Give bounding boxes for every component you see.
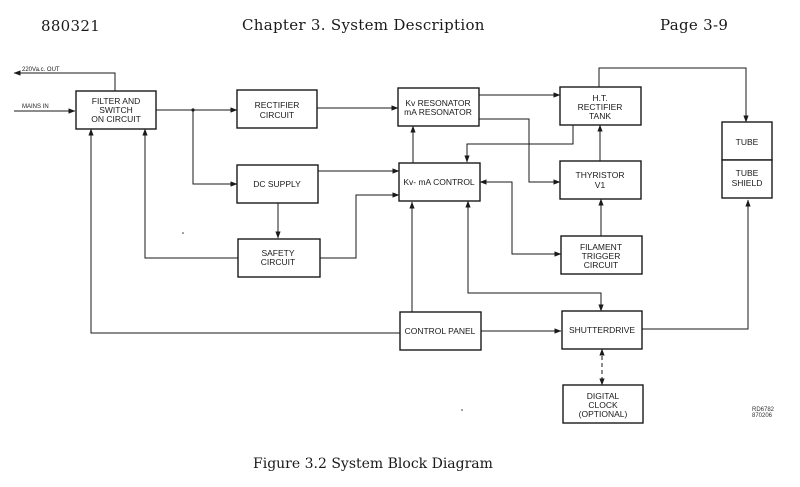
- block-thyristor-v1: THYRISTOR V1: [559, 160, 642, 200]
- speck: [461, 409, 463, 411]
- figure-caption: Figure 3.2 System Block Diagram: [253, 456, 493, 472]
- wire-ht-tank-to-kvma-control: [464, 125, 574, 163]
- wire-ht-tank-to-tube: [598, 67, 749, 123]
- svg-text:THYRISTOR: THYRISTOR: [576, 170, 625, 180]
- wire-filter-to-ac-out: [13, 70, 116, 91]
- block-filament-trigger: FILAMENT TRIGGER CIRCUIT: [560, 235, 643, 275]
- svg-text:SWITCH: SWITCH: [99, 105, 133, 115]
- svg-text:TANK: TANK: [589, 111, 611, 121]
- ac-out-label: 220Va.c. OUT: [22, 67, 60, 73]
- svg-text:TUBE: TUBE: [736, 137, 759, 147]
- mains-in-label: MAINS IN: [22, 104, 49, 110]
- svg-text:mA RESONATOR: mA RESONATOR: [404, 107, 472, 117]
- svg-text:FILAMENT: FILAMENT: [580, 242, 622, 252]
- speck: [182, 232, 184, 234]
- svg-text:DC SUPPLY: DC SUPPLY: [253, 179, 301, 189]
- block-kv-ma-resonator: Kv RESONATOR mA RESONATOR: [397, 87, 480, 127]
- block-control-panel: CONTROL PANEL: [399, 311, 482, 351]
- svg-text:V1: V1: [595, 180, 606, 190]
- svg-text:CIRCUIT: CIRCUIT: [260, 110, 294, 120]
- block-tube-shield: TUBE SHIELD: [721, 159, 773, 199]
- block-kv-ma-control: Kv- mA CONTROL: [398, 162, 481, 202]
- ref-code-line: RD6782: [752, 407, 775, 413]
- svg-text:ON CIRCUIT: ON CIRCUIT: [91, 114, 141, 124]
- wire-filter-to-dc-supply: [192, 110, 238, 187]
- figure-reference-code: RD6782 870206: [752, 407, 774, 419]
- svg-text:RECTIFIER: RECTIFIER: [255, 100, 300, 110]
- block-digital-clock: DIGITAL CLOCK (OPTIONAL): [562, 384, 644, 424]
- svg-text:CONTROL PANEL: CONTROL PANEL: [405, 326, 476, 336]
- svg-text:DIGITAL: DIGITAL: [587, 391, 620, 401]
- wire-shutterdrive-to-tube-shield: [642, 199, 751, 330]
- svg-text:CIRCUIT: CIRCUIT: [584, 260, 618, 270]
- block-ht-rectifier-tank: H.T. RECTIFIER TANK: [559, 86, 642, 126]
- svg-text:Kv RESONATOR: Kv RESONATOR: [405, 98, 470, 108]
- wire-kvma-control-to-filament: [479, 179, 562, 257]
- svg-text:SHUTTERDRIVE: SHUTTERDRIVE: [569, 325, 635, 335]
- document-id: 880321: [41, 17, 101, 35]
- block-rectifier-circuit: RECTIFIER CIRCUIT: [236, 89, 318, 129]
- svg-text:SAFETY: SAFETY: [261, 248, 294, 258]
- wire-control-panel-to-filter: [88, 128, 400, 334]
- block-filter-switch: FILTER AND SWITCH ON CIRCUIT: [75, 90, 157, 130]
- svg-text:FILTER AND: FILTER AND: [92, 96, 141, 106]
- svg-text:RECTIFIER: RECTIFIER: [578, 102, 623, 112]
- wire-safety-to-kvma-control: [320, 192, 400, 259]
- svg-text:CLOCK: CLOCK: [588, 400, 618, 410]
- ref-date-line: 870206: [752, 413, 773, 419]
- wire-safety-to-filter: [142, 128, 238, 259]
- wire-kvma-control-to-shutterdrive: [465, 200, 604, 312]
- page-number: Page 3-9: [660, 16, 729, 34]
- connection-lines: [13, 67, 751, 386]
- block-shutterdrive: SHUTTERDRIVE: [561, 310, 643, 350]
- svg-text:(OPTIONAL): (OPTIONAL): [579, 409, 628, 419]
- block-safety-circuit: SAFETY CIRCUIT: [237, 238, 321, 278]
- block-tube: TUBE: [721, 121, 773, 161]
- svg-text:TUBE: TUBE: [736, 168, 759, 178]
- wire-resonator-to-thyristor: [479, 118, 561, 185]
- svg-text:CIRCUIT: CIRCUIT: [261, 257, 295, 267]
- svg-text:SHIELD: SHIELD: [732, 178, 763, 188]
- chapter-title: Chapter 3. System Description: [242, 16, 485, 34]
- svg-text:Kv- mA CONTROL: Kv- mA CONTROL: [403, 177, 475, 187]
- svg-text:H.T.: H.T.: [592, 93, 607, 103]
- svg-text:TRIGGER: TRIGGER: [582, 251, 621, 261]
- block-dc-supply: DC SUPPLY: [236, 164, 319, 204]
